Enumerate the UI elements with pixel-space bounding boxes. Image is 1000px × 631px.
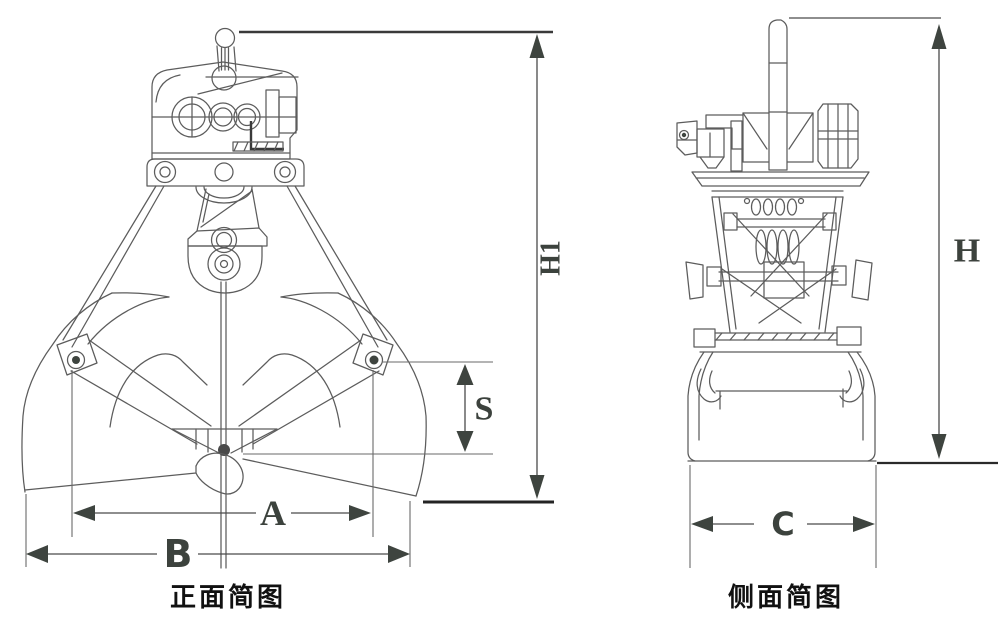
front-lever-bars — [70, 339, 380, 456]
front-crossbeam — [146, 158, 305, 187]
dimension-c: C — [689, 465, 877, 568]
side-view-caption: 侧面简图 — [728, 582, 844, 613]
c-label: C — [771, 505, 794, 543]
front-lifting-eye — [205, 27, 299, 91]
dimension-h1: H1 — [239, 30, 567, 499]
s-label: S — [475, 391, 494, 428]
h1-label: H1 — [536, 240, 567, 276]
side-lip-bar — [693, 326, 862, 353]
side-bucket-profile — [687, 351, 877, 462]
side-machinery — [676, 103, 870, 187]
side-view-drawing — [676, 19, 998, 465]
a-label: A — [260, 493, 286, 533]
dimension-a: A — [71, 370, 374, 537]
front-view-drawing — [21, 27, 554, 569]
front-center-rod — [220, 281, 227, 569]
front-center-linkage — [187, 186, 268, 294]
front-view-caption: 正面简图 — [170, 582, 286, 613]
b-label: B — [164, 532, 193, 576]
dimension-b: B — [25, 494, 411, 576]
dimension-s: S — [243, 361, 494, 455]
front-pivot-plates — [56, 333, 394, 376]
front-bucket-shells — [21, 292, 427, 497]
h-label: H — [954, 233, 980, 270]
dimension-h: H — [789, 17, 980, 459]
side-truss-frame — [685, 190, 873, 333]
front-gear-housing — [151, 61, 298, 160]
side-rope-stem — [768, 19, 788, 171]
